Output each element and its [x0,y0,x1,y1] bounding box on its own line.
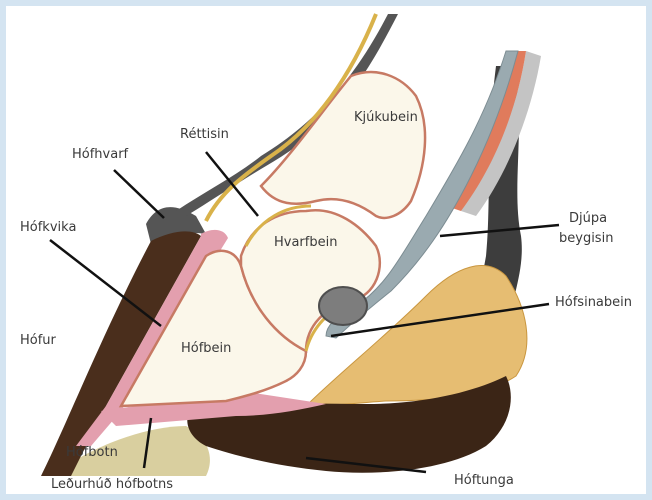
label-hofbein: Hófbein [181,341,231,356]
hoof-cross-section-svg: Hófhvarf Réttisin Kjúkubein Djúpa beygis… [6,6,646,494]
label-hofkvika: Hófkvika [20,220,76,235]
label-hofbotn: Hófbotn [66,445,118,460]
label-hoftunga: Hóftunga [454,473,514,488]
label-hofhvarf: Hófhvarf [72,147,129,162]
navicular-bone [319,287,367,325]
label-beygisin: beygisin [559,231,613,246]
label-kjukubein: Kjúkubein [354,110,418,125]
label-hvarfbein: Hvarfbein [274,235,337,250]
label-ledurhud-hofbotns: Leðurhúð hófbotns [51,477,173,492]
label-hofur: Hófur [20,333,57,348]
label-hofsinabein: Hófsinabein [555,295,632,310]
hoof-anatomy-diagram: Hófhvarf Réttisin Kjúkubein Djúpa beygis… [6,6,646,494]
label-djupa: Djúpa [569,211,607,226]
label-rettisin: Réttisin [180,127,229,142]
